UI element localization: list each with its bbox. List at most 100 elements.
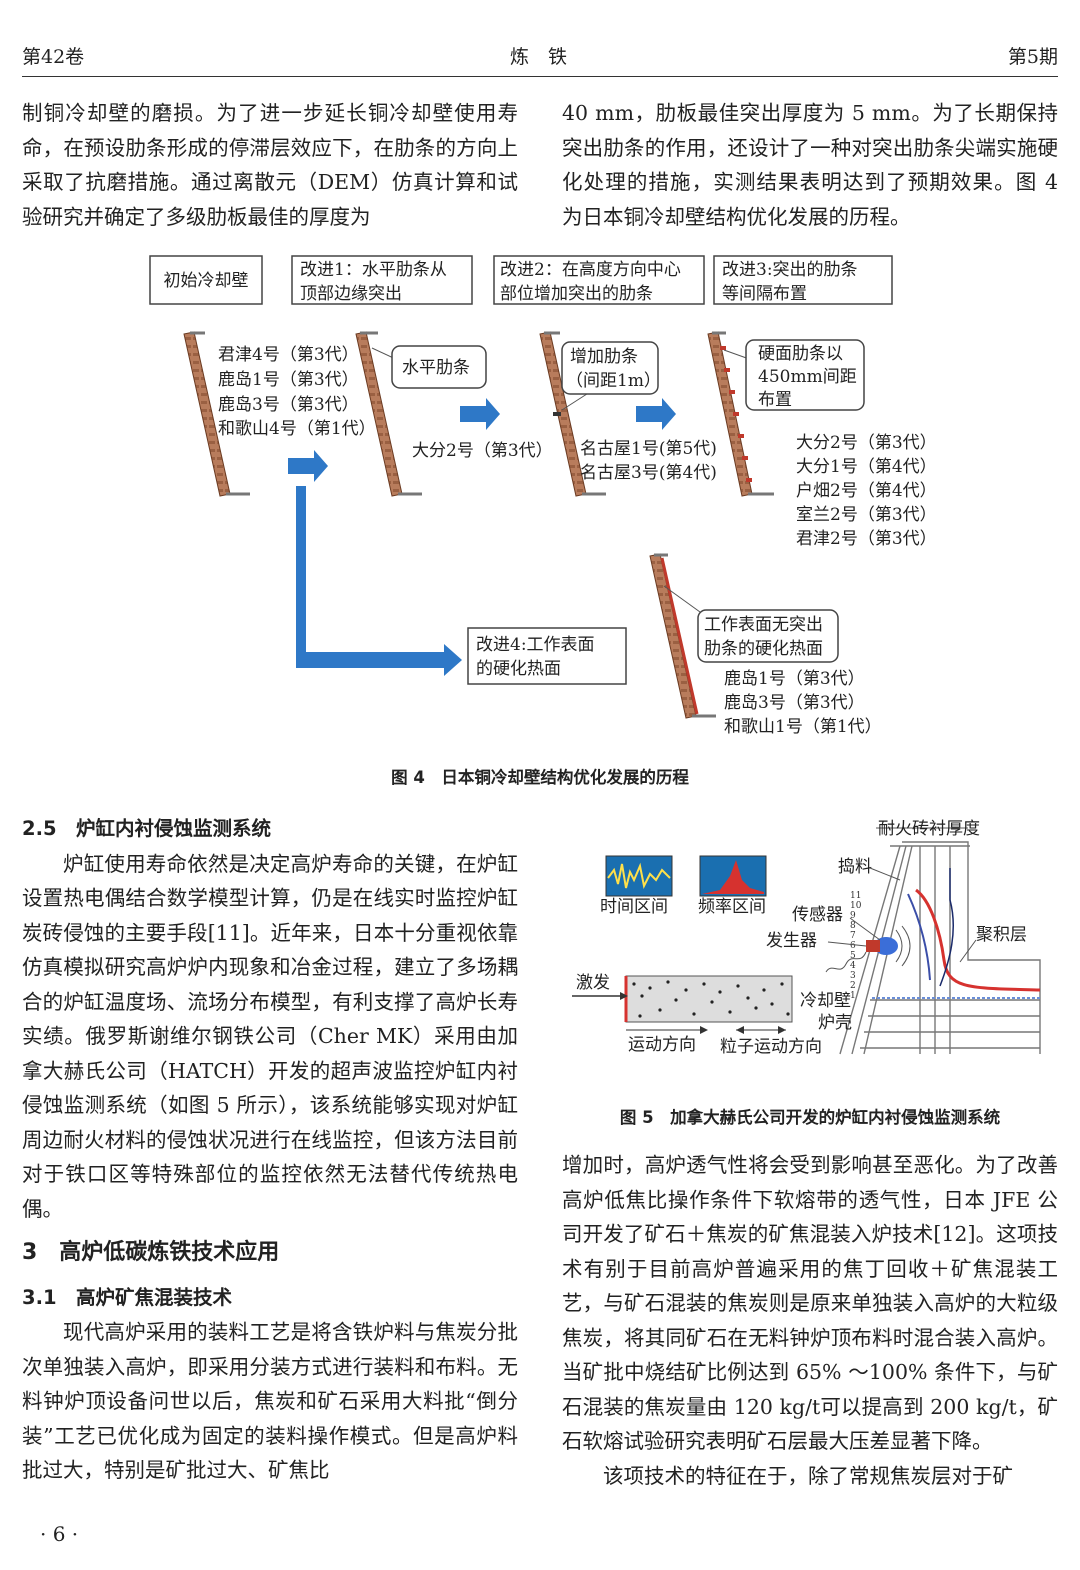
callout-2-line1: 增加肋条 [570, 347, 638, 367]
callout-4-line1: 工作表面无突出 [704, 615, 823, 635]
depth-scale: 11 10 9 8 7 6 5 4 3 2 1 [850, 891, 862, 1001]
furnace-imp3-5: 君津2号（第3代） [796, 529, 937, 549]
label-accumulation: 聚积层 [976, 925, 1027, 945]
box-imp2-line2: 部位增加突出的肋条 [500, 284, 653, 304]
top-right-paragraph: 40 mm，肋板最佳突出厚度为 5 mm。为了长期保持突出肋条的作用，还设计了一… [562, 101, 1058, 229]
box-imp4-line2: 的硬化热面 [476, 659, 561, 679]
right-bottom-paragraph-2: 该项技术的特征在于，除了常规焦炭层对于矿 [603, 1463, 1013, 1488]
callout-added-rib [561, 341, 659, 395]
box-imp3-line1: 改进3:突出的肋条 [722, 260, 858, 280]
svg-text:1: 1 [850, 991, 856, 1001]
right-bottom-paragraph-1: 增加时，高炉透气性将会受到影响甚至恶化。为了改善高炉低焦比操作条件下软熔带的透气… [562, 1153, 1058, 1453]
callout-3-line1: 硬面肋条以 [758, 344, 843, 364]
stave-improvement-1 [355, 331, 422, 497]
box-improvement-3 [713, 255, 893, 305]
box-improvement-1 [291, 255, 473, 305]
callout-hardened-face [697, 609, 839, 663]
box-imp1-line1: 改进1：水平肋条从 [300, 260, 447, 280]
furnace-imp3-4: 室兰2号（第3代） [796, 505, 937, 525]
section-3-1-paragraph: 现代高炉采用的装料工艺是将含铁炉料与焦炭分批次单独装入高炉，即采用分装方式进行装… [22, 1320, 518, 1482]
label-excite: 激发 [576, 973, 610, 993]
top-left-column: 制铜冷却壁的磨损。为了进一步延长铜冷却壁使用寿命，在预设肋条形成的停滞层效应下，… [22, 96, 518, 234]
lower-right-column: 增加时，高炉透气性将会受到影响甚至恶化。为了改善高炉低焦比操作条件下软熔带的透气… [562, 1148, 1058, 1493]
box-imp2-line1: 改进2：在高度方向中心 [500, 260, 681, 280]
callout-3-line2: 450mm间距 [758, 367, 857, 387]
top-right-column: 40 mm，肋板最佳突出厚度为 5 mm。为了长期保持突出肋条的作用，还设计了一… [562, 96, 1058, 234]
furnace-imp4-2: 鹿岛3号（第3代） [724, 693, 865, 713]
stave-initial [183, 331, 250, 497]
furnace-imp2-2: 名古屋3号(第4代) [580, 463, 717, 483]
svg-text:7: 7 [850, 931, 856, 941]
box-initial [149, 255, 263, 305]
furnace-imp3-2: 大分1号（第4代） [796, 457, 937, 477]
arrow-right-3 [636, 398, 676, 430]
box-imp1-line2: 顶部边缘突出 [300, 284, 402, 304]
journal-title: 炼 铁 [510, 46, 568, 68]
page-number: · 6 · [40, 1522, 79, 1546]
generator-icon [866, 940, 880, 952]
header-rule [22, 76, 1058, 77]
svg-text:9: 9 [850, 911, 856, 921]
callout-3-line3: 布置 [758, 390, 792, 410]
top-left-paragraph: 制铜冷却壁的磨损。为了进一步延长铜冷却壁使用寿命，在预设肋条形成的停滞层效应下，… [22, 101, 518, 229]
arrow-right-1 [288, 450, 328, 482]
label-shell: 炉壳 [818, 1013, 852, 1033]
section-3-1-title: 3.1 高炉矿焦混装技术 [22, 1285, 233, 1309]
lower-left-column: 2.5 炉缸内衬侵蚀监测系统 炉缸使用寿命依然是决定高炉寿命的关键，在炉缸设置热… [22, 812, 518, 1488]
box-improvement-2 [493, 255, 705, 305]
furnace-imp3-3: 户畑2号（第4代） [796, 481, 937, 501]
callout-hardface-rib [745, 339, 865, 411]
box-improvement-4 [467, 627, 627, 685]
svg-text:11: 11 [850, 891, 861, 901]
label-freq: 频率区间 [698, 897, 766, 917]
section-2-5-title: 2.5 炉缸内衬侵蚀监测系统 [22, 817, 272, 840]
svg-text:8: 8 [850, 921, 856, 931]
flow-arrows [288, 398, 676, 676]
furnace-initial-3: 鹿岛3号（第3代） [218, 395, 359, 415]
figure-5-diagram: 时间区间 频率区间 耐火砖衬厚度 捣料 11 10 9 8 [572, 819, 1041, 1057]
furnace-imp3-1: 大分2号（第3代） [796, 433, 937, 453]
box-imp4-line1: 改进4:工作表面 [476, 635, 595, 655]
callout-2-line2: （间距1m） [566, 371, 661, 391]
callout-horizontal-rib [391, 345, 487, 389]
time-domain-icon [605, 855, 673, 897]
label-thickness: 耐火砖衬厚度 [878, 819, 980, 839]
furnace-initial-4: 和歌山4号（第1代） [218, 419, 376, 439]
svg-text:4: 4 [850, 961, 856, 971]
journal-volume: 第42卷 [22, 46, 85, 68]
furnace-initial-2: 鹿岛1号（第3代） [218, 370, 359, 390]
svg-text:3: 3 [850, 971, 856, 981]
arrow-down-right [296, 486, 462, 676]
stave-improvement-2 [539, 331, 606, 497]
accumulation-curve [915, 888, 1041, 992]
section-3-title: 3 高炉低碳炼铁技术应用 [22, 1240, 280, 1265]
label-sensor: 传感器 [792, 905, 843, 925]
furnace-imp2-1: 名古屋1号(第5代) [580, 439, 717, 459]
box-initial-label: 初始冷却壁 [164, 271, 249, 291]
svg-text:5: 5 [850, 951, 856, 961]
callout-1-label: 水平肋条 [402, 358, 470, 378]
label-motion-direction: 运动方向 [628, 1035, 696, 1055]
furnace-imp4-3: 和歌山1号（第1代） [724, 717, 882, 737]
figure-5-caption: 图 5 加拿大赫氏公司开发的炉缸内衬侵蚀监测系统 [619, 1108, 1001, 1127]
figure-4-caption: 图 4 日本铜冷却壁结构优化发展的历程 [391, 768, 689, 787]
particle-medium [625, 975, 793, 1023]
box-imp3-line2: 等间隔布置 [722, 284, 807, 304]
label-generator: 发生器 [766, 931, 817, 951]
stave-improvement-4 [649, 553, 716, 719]
furnace-initial-1: 君津4号（第3代） [218, 345, 359, 365]
callout-4-line2: 肋条的硬化热面 [704, 639, 823, 659]
section-2-5-paragraph: 炉缸使用寿命依然是决定高炉寿命的关键，在炉缸设置热电偶结合数学模型计算，仍是在线… [22, 851, 518, 1221]
hearth-wall [839, 841, 1041, 1055]
label-time: 时间区间 [600, 897, 668, 917]
journal-issue: 第5期 [1007, 46, 1058, 68]
figure-4-diagram: 初始冷却壁 改进1：水平肋条从 顶部边缘突出 改进2：在高度方向中心 部位增加突… [149, 255, 937, 737]
furnace-imp1-1: 大分2号（第3代） [412, 441, 553, 461]
arrow-right-2 [460, 398, 500, 430]
svg-text:2: 2 [850, 981, 856, 991]
svg-text:10: 10 [850, 901, 862, 911]
label-particle-direction: 粒子运动方向 [720, 1037, 822, 1057]
furnace-imp4-1: 鹿岛1号（第3代） [724, 669, 865, 689]
label-ram: 捣料 [838, 857, 872, 877]
stave-improvement-3 [707, 331, 774, 497]
